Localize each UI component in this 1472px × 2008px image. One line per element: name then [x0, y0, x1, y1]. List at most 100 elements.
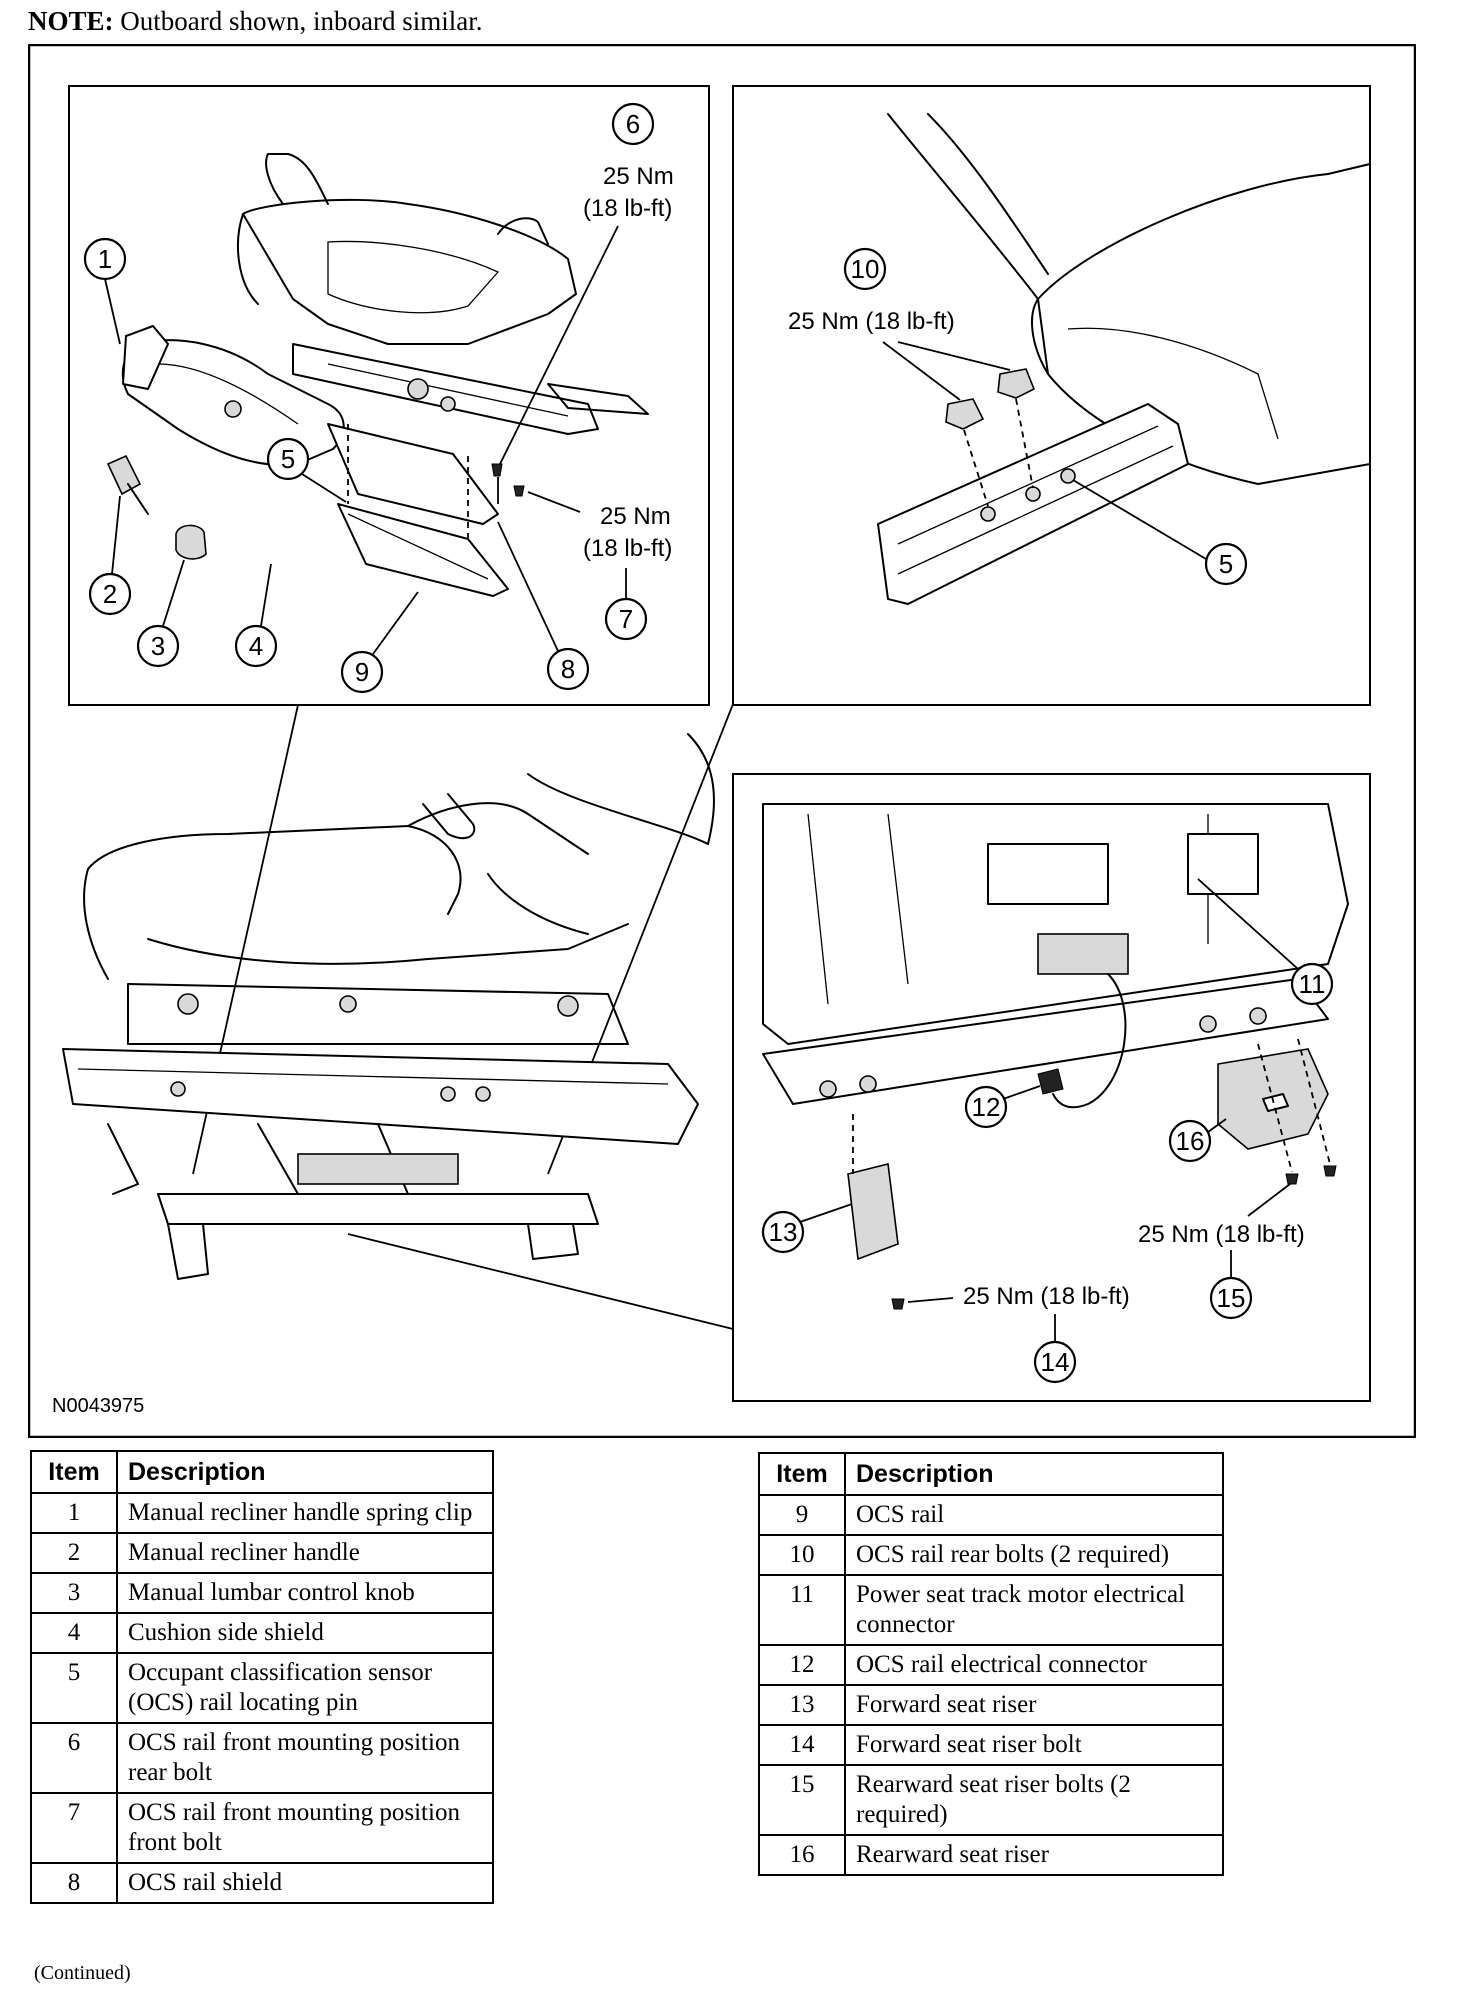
svg-text:1: 1	[98, 244, 112, 274]
item-description: Cushion side shield	[116, 1612, 494, 1654]
svg-text:4: 4	[249, 631, 263, 661]
svg-text:12: 12	[972, 1092, 1001, 1122]
torque-label-14: 25 Nm (18 lb-ft)	[963, 1283, 1130, 1310]
callout-16: 16	[1168, 1119, 1212, 1163]
callout-12: 12	[964, 1085, 1008, 1129]
callout-3: 3	[136, 624, 180, 668]
callout-6: 6	[611, 102, 655, 146]
main-seat-view	[62, 703, 734, 1330]
svg-text:11: 11	[1299, 969, 1326, 999]
callout-7: 7	[604, 597, 648, 641]
torque-label-6a: 25 Nm	[603, 163, 674, 190]
note-text: Outboard shown, inboard similar.	[120, 6, 483, 36]
page-note: NOTE: Outboard shown, inboard similar.	[28, 6, 482, 37]
table-header-row: Item Description	[30, 1450, 494, 1494]
panel-seat-risers-detail: 11 12 13 25 Nm (18 lb-ft) 14 25 Nm (18 l…	[732, 773, 1371, 1402]
callout-14: 14	[1033, 1340, 1077, 1384]
item-description: OCS rail	[844, 1494, 1224, 1536]
svg-text:9: 9	[355, 657, 369, 687]
panel-seat-cushion-detail: 1 2 3 4 5 6 25 Nm (18 lb-ft) 25 Nm (18 l…	[68, 85, 710, 706]
callout-11: 11	[1290, 962, 1334, 1006]
svg-text:3: 3	[151, 631, 165, 661]
item-description: OCS rail electrical connector	[844, 1644, 1224, 1686]
item-number: 7	[30, 1792, 118, 1864]
note-label: NOTE:	[28, 6, 114, 36]
item-description: Manual recliner handle spring clip	[116, 1492, 494, 1534]
panel-ocs-rear-bolts-detail: 10 25 Nm (18 lb-ft) 5	[732, 85, 1371, 706]
svg-text:5: 5	[1219, 549, 1233, 579]
item-number: 5	[30, 1652, 118, 1724]
item-number: 12	[758, 1644, 846, 1686]
header-item: Item	[758, 1452, 846, 1496]
item-number: 14	[758, 1724, 846, 1766]
item-number: 2	[30, 1532, 118, 1574]
callout-5b: 5	[1204, 542, 1248, 586]
header-item: Item	[30, 1450, 118, 1494]
item-description: Manual recliner handle	[116, 1532, 494, 1574]
callout-15: 15	[1209, 1276, 1253, 1320]
item-number: 1	[30, 1492, 118, 1534]
callout-2: 2	[88, 572, 132, 616]
torque-label-15: 25 Nm (18 lb-ft)	[1138, 1221, 1305, 1248]
svg-text:16: 16	[1176, 1126, 1205, 1156]
torque-label-7b: (18 lb-ft)	[583, 535, 672, 562]
item-number: 10	[758, 1534, 846, 1576]
item-description: Power seat track motor electrical connec…	[844, 1574, 1224, 1646]
item-number: 8	[30, 1862, 118, 1904]
continued-label: (Continued)	[34, 1962, 131, 1984]
item-description: Forward seat riser bolt	[844, 1724, 1224, 1766]
item-description: Occupant classification sensor (OCS) rai…	[116, 1652, 494, 1724]
svg-text:2: 2	[103, 579, 117, 609]
item-description: Manual lumbar control knob	[116, 1572, 494, 1614]
svg-text:7: 7	[619, 604, 633, 634]
callout-8: 8	[546, 647, 590, 691]
item-number: 4	[30, 1612, 118, 1654]
item-number: 9	[758, 1494, 846, 1536]
torque-label-10: 25 Nm (18 lb-ft)	[788, 308, 955, 335]
callout-5: 5	[266, 437, 310, 481]
svg-text:14: 14	[1041, 1347, 1070, 1377]
item-description: OCS rail shield	[116, 1862, 494, 1904]
item-description: Rearward seat riser bolts (2 required)	[844, 1764, 1224, 1836]
svg-text:13: 13	[769, 1217, 798, 1247]
callout-9: 9	[340, 650, 384, 694]
callout-13: 13	[761, 1210, 805, 1254]
callout-4: 4	[234, 624, 278, 668]
item-number: 11	[758, 1574, 846, 1646]
torque-label-6b: (18 lb-ft)	[583, 195, 672, 222]
item-description: OCS rail rear bolts (2 required)	[844, 1534, 1224, 1576]
item-number: 13	[758, 1684, 846, 1726]
svg-text:5: 5	[281, 444, 295, 474]
item-number: 16	[758, 1834, 846, 1876]
callout-1: 1	[83, 237, 127, 281]
figure-id: N0043975	[52, 1395, 144, 1417]
item-number: 3	[30, 1572, 118, 1614]
seat-exploded-diagram: 1 2 3 4 5 6 25 Nm (18 lb-ft) 25 Nm (18 l…	[28, 44, 1416, 1438]
item-description: Forward seat riser	[844, 1684, 1224, 1726]
figure-frame	[28, 44, 1416, 1438]
item-description: Rearward seat riser	[844, 1834, 1224, 1876]
item-description: OCS rail front mounting position front b…	[116, 1792, 494, 1864]
item-number: 15	[758, 1764, 846, 1836]
header-description: Description	[116, 1450, 494, 1494]
item-description: OCS rail front mounting position rear bo…	[116, 1722, 494, 1794]
svg-text:10: 10	[851, 254, 880, 284]
